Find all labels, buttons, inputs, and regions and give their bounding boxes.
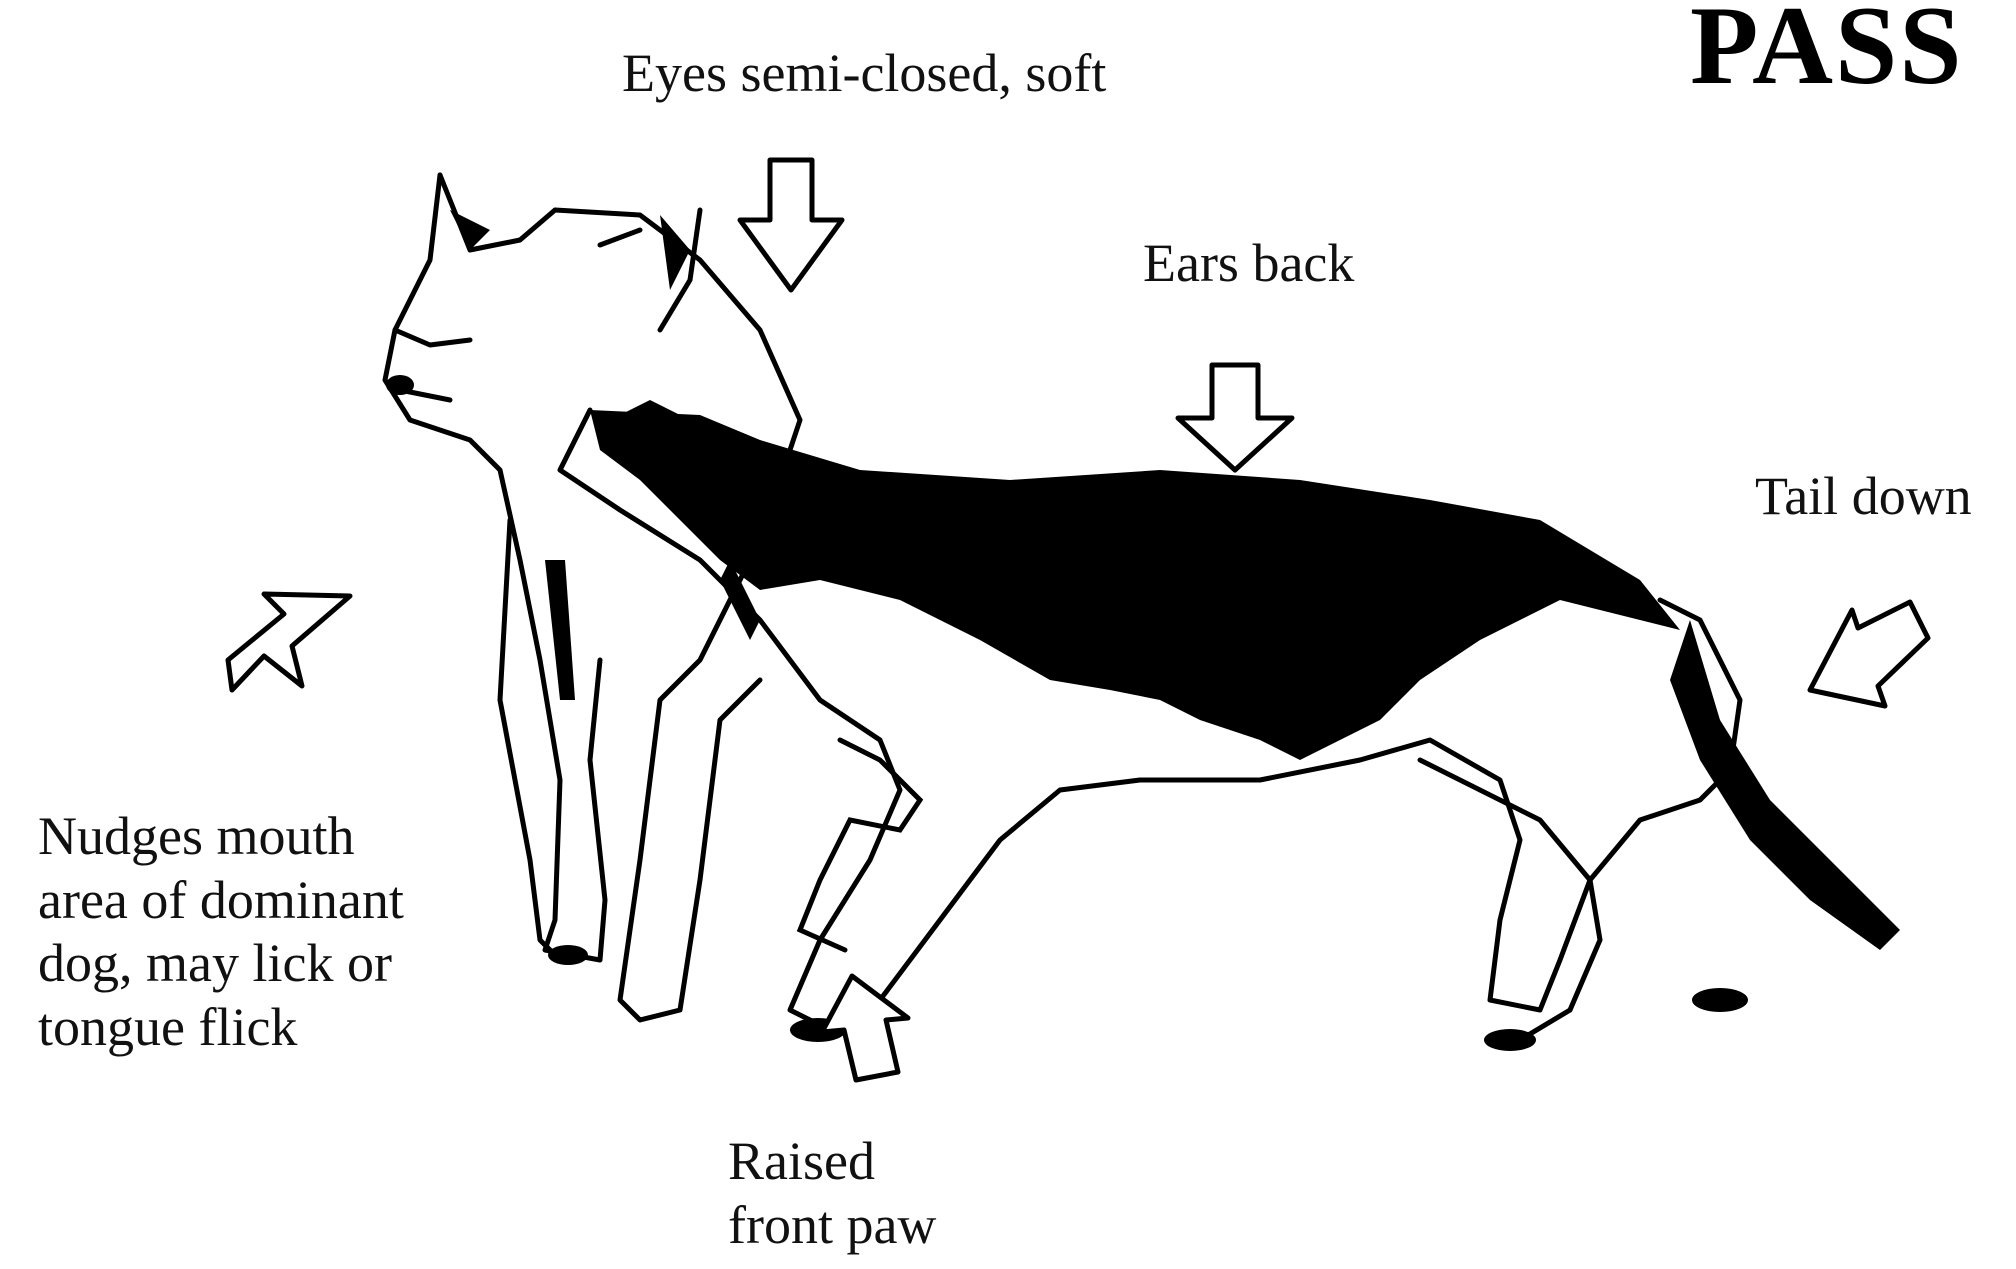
eyes-arrow-icon [740,160,842,290]
passive-dog [560,400,1900,1051]
passive-dog-saddle [590,410,1680,760]
nudges-label-line: dog, may lick or [38,932,404,996]
passive-dog-front-leg [800,740,920,950]
nudges-label: Nudges mouth area of dominant dog, may l… [38,805,404,1060]
nudges-label-line: tongue flick [38,996,404,1060]
paw-label-line: front paw [728,1194,936,1258]
paw-label-line: Raised [728,1130,936,1194]
eyes-label: Eyes semi-closed, soft [622,42,1106,106]
ears-arrow-icon [1178,365,1292,470]
ears-label: Ears back [1143,232,1354,296]
nudges-arrow-icon [228,594,350,690]
tail-arrow-icon [1810,602,1928,706]
paw-arrow-icon [822,976,908,1080]
nudges-label-line: Nudges mouth [38,805,404,869]
tail-label: Tail down [1755,465,1972,529]
passive-dog-hind-leg [1420,760,1600,1040]
paw-label: Raised front paw [728,1130,936,1257]
page-title: PASS [1690,0,1964,102]
nudges-label-line: area of dominant [38,869,404,933]
